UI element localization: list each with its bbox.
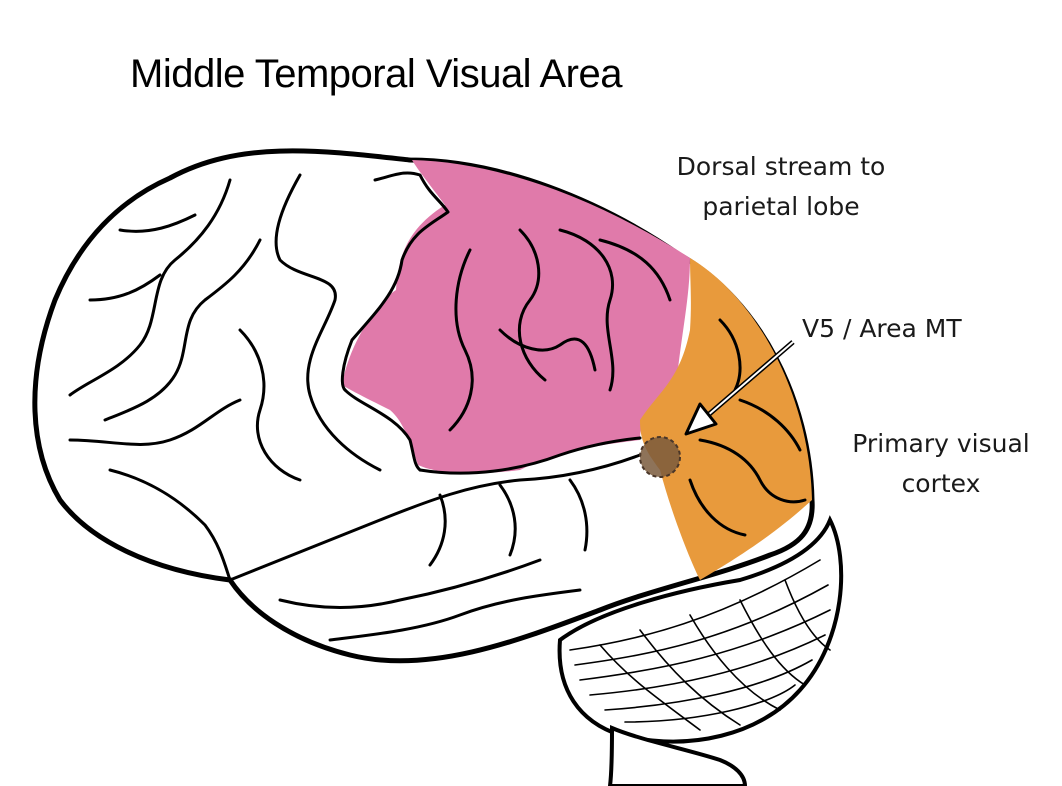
dorsal-stream-label: Dorsal stream to parietal lobe (650, 147, 912, 227)
area-mt-spot (639, 436, 681, 478)
v5-area-mt-label: V5 / Area MT (802, 314, 962, 343)
v5-pointer-arrow (684, 340, 795, 436)
brain-gyri (68, 171, 807, 642)
dorsal-stream-region (342, 160, 690, 474)
primary-visual-label-line2: cortex (901, 469, 981, 498)
dorsal-stream-label-line2: parietal lobe (702, 192, 860, 221)
diagram-title: Middle Temporal Visual Area (130, 52, 622, 96)
primary-visual-cortex-label: Primary visual cortex (830, 424, 1052, 504)
primary-visual-label-line1: Primary visual (852, 429, 1030, 458)
primary-visual-region (640, 258, 812, 580)
brainstem (607, 724, 748, 786)
dorsal-stream-label-line1: Dorsal stream to (676, 152, 886, 181)
